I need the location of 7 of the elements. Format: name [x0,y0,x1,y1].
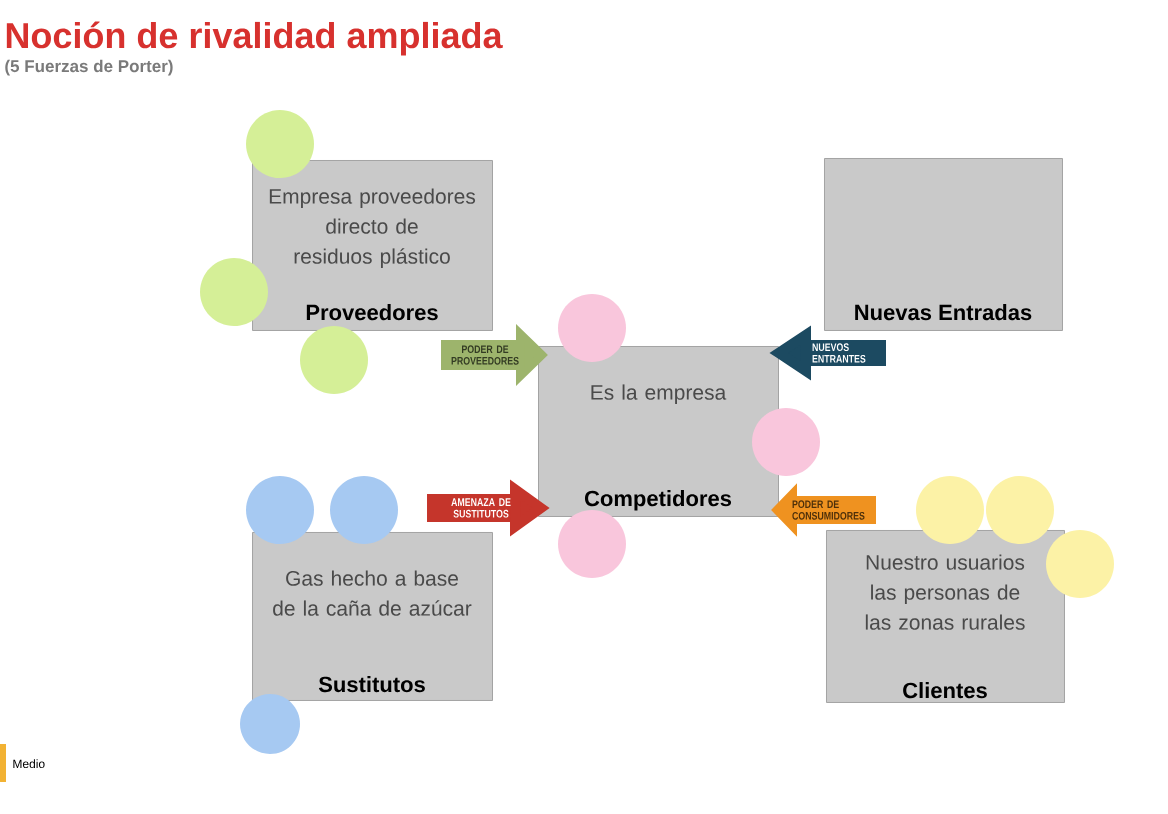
force-box: Es la empresa Competidores [538,346,779,517]
force-box: Empresa proveedores directo de residuos plástico Proveedores [252,160,493,331]
force-box: Nuestro usuarios las personas de las zonas rurales Clientes [826,530,1065,703]
force-box: Gas hecho a base de la caña de azúcar Sustitutos [252,532,493,701]
subtitle: (5 Fuerzas de Porter) [5,59,173,76]
force-box: Nuevas Entradas [824,158,1063,331]
title: Noción de rivalidad ampliada [6,21,503,56]
